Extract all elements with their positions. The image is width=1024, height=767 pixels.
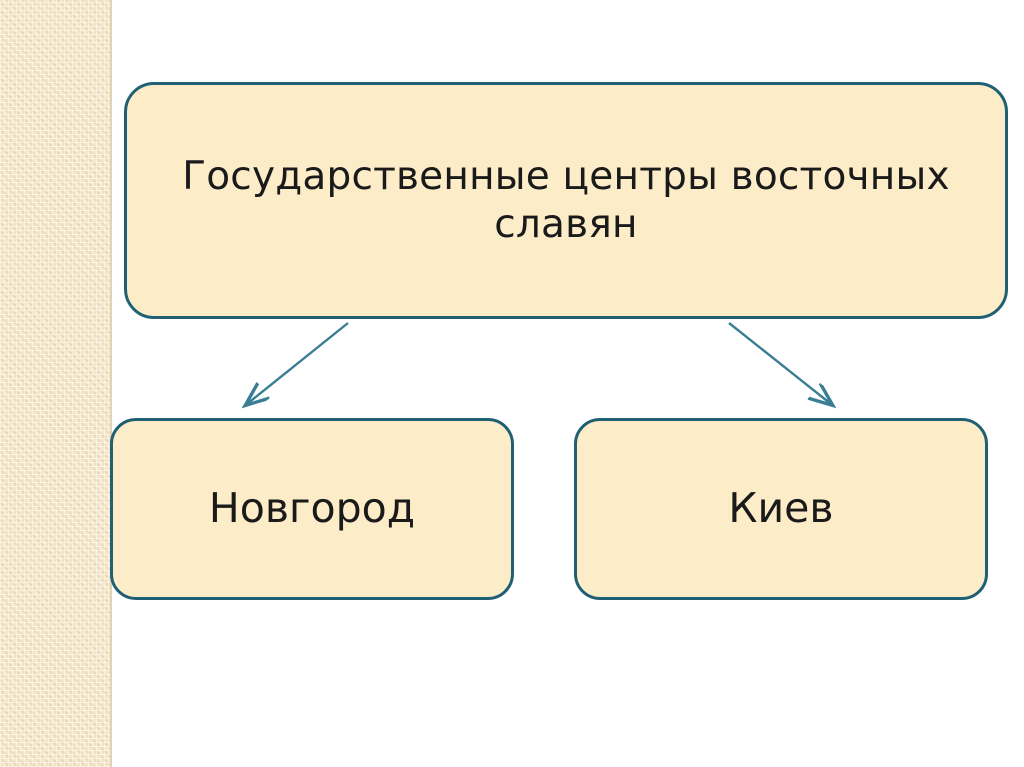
diagram-node-root-label: Государственные центры восточных славян (182, 153, 950, 247)
diagram-node-kiev-label: Киев (728, 484, 834, 533)
connector-root-to-novgorod (247, 322, 349, 404)
diagram-node-novgorod-label: Новгород (208, 484, 416, 533)
connector-root-to-kiev (728, 322, 831, 404)
diagram-node-root[interactable]: Государственные центры восточных славян (124, 82, 1008, 319)
diagram-node-kiev[interactable]: Киев (574, 418, 988, 600)
decorative-side-band (0, 0, 112, 767)
decorative-side-band-edge (110, 0, 112, 767)
diagram-node-novgorod[interactable]: Новгород (110, 418, 514, 600)
